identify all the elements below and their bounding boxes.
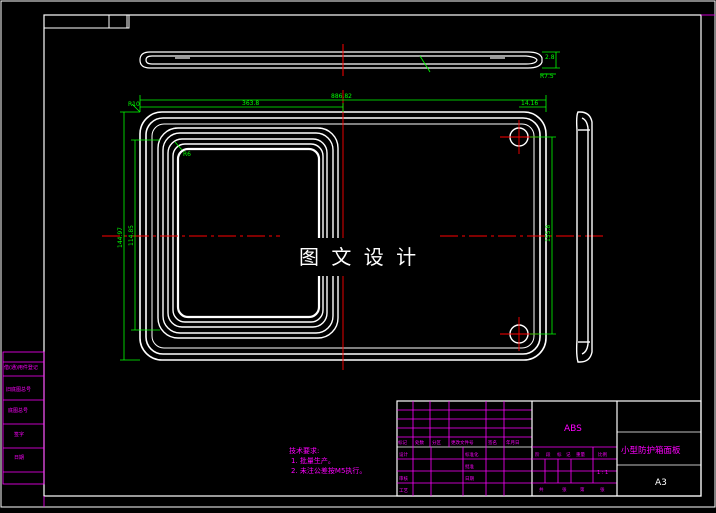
notes-line-1: 1. 批量生产。 [291, 456, 335, 465]
top-view [139, 51, 543, 69]
tb-row-approve: 批准 [465, 463, 474, 470]
tb-row-standard: 标准化 [465, 451, 479, 458]
code-box [43, 14, 130, 29]
tb-header-3: 更改文件号 [451, 439, 474, 446]
tb-header-2: 分区 [432, 439, 441, 446]
notes-title: 技术要求: [289, 446, 319, 455]
top-view-dimensions [419, 51, 560, 75]
left-strip [2, 351, 45, 485]
tb-sheet-1: 张 [562, 486, 567, 493]
dim-height-outer: 144.97 [117, 227, 124, 248]
mounting-holes [509, 127, 529, 344]
dim-height-inner: 114.85 [128, 225, 135, 246]
tb-row-review: 审核 [399, 475, 408, 482]
tb-header-1: 处数 [415, 439, 424, 446]
left-strip-label-2: 底图总号 [8, 407, 28, 414]
tb-scale-value: 1 : 1 [597, 470, 608, 476]
tb-header-4: 签名 [488, 439, 497, 446]
watermark-text: 图 文 设 计 [299, 245, 419, 269]
left-strip-label-1: 旧底图总号 [6, 386, 31, 393]
tb-stage-2: 标 [557, 451, 562, 458]
dim-left-width: 363.8 [242, 100, 259, 107]
tb-header-5: 年月日 [506, 439, 520, 446]
dim-overall-width: 886.82 [331, 93, 352, 100]
drawing-frame [43, 14, 702, 497]
left-strip-label-3: 签字 [14, 431, 24, 438]
dim-inner-radius: R6 [183, 151, 191, 158]
left-strip-label-4: 日期 [14, 455, 24, 461]
watermark-box [280, 238, 440, 276]
tb-row-date: 日期 [465, 476, 474, 482]
side-view [575, 111, 593, 363]
tb-material: ABS [564, 424, 582, 434]
tb-sheet-size: A3 [655, 478, 667, 488]
tb-row-process: 工艺 [399, 488, 408, 494]
tb-stage-3: 记 [566, 451, 571, 458]
tb-stage-1: 段 [546, 451, 551, 458]
front-view-window [157, 127, 339, 339]
tb-part-name: 小型防护箱面板 [621, 445, 681, 456]
frame-ticks [43, 14, 715, 507]
left-strip-label-0: 借(通)用件登记 [4, 364, 38, 371]
tb-row-design: 设计 [399, 451, 408, 458]
dim-side-1: R7.5 [540, 73, 554, 80]
tb-weight: 重量 [576, 451, 585, 458]
tb-sheet-3: 张 [600, 486, 605, 493]
dim-right-tab: 14.16 [521, 100, 538, 107]
tb-scale-label: 比例 [598, 451, 607, 458]
dim-side-2: 2.8 [545, 54, 555, 61]
front-view-dimensions [120, 95, 556, 361]
dim-height-right: 155.8 [545, 225, 552, 242]
tb-stage-0: 阶 [535, 451, 540, 458]
dim-corner-radius: R10 [128, 101, 140, 108]
tb-header-0: 标记 [398, 439, 407, 446]
title-block-grid [396, 400, 702, 497]
tb-sheet-2: 第 [580, 486, 585, 493]
tb-sheet-0: 共 [539, 486, 544, 493]
notes-line-2: 2. 未注公差按M5执行。 [291, 466, 366, 475]
